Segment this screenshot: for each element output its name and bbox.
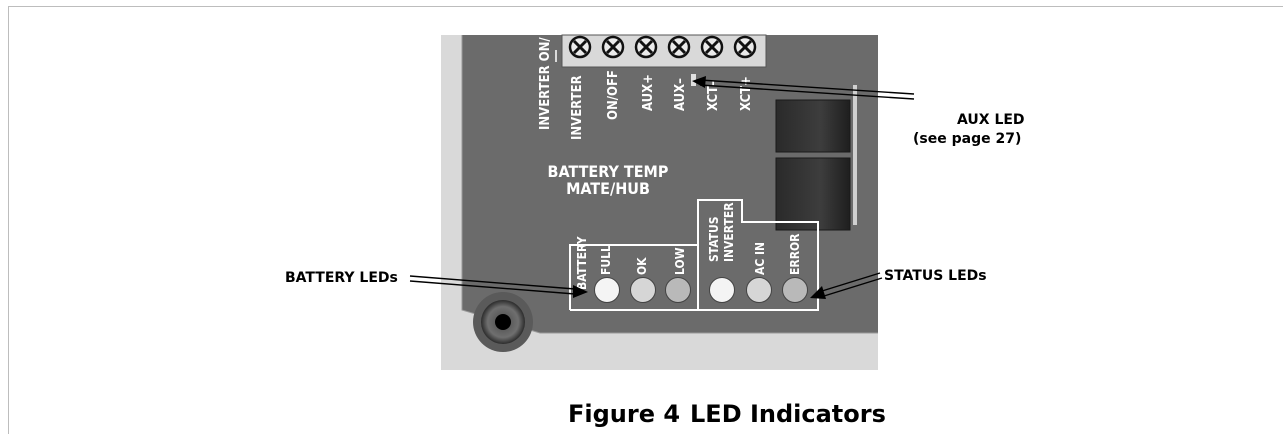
status-leader-arrowhead: [810, 286, 826, 299]
terminal-screw: [601, 35, 625, 59]
terminal-screw: [733, 35, 757, 59]
status-inverter-led: [709, 277, 735, 303]
status-led-label-error: ERROR: [788, 233, 802, 275]
frame-top-line: [8, 6, 1283, 7]
battery-leader-arrowhead: [573, 285, 588, 298]
mounting-hole-center: [495, 314, 511, 330]
terminal-label-aux-minus: AUX–: [673, 78, 688, 111]
terminal-label-aux-plus: AUX+: [641, 74, 656, 111]
rj-port-side-bar: [853, 85, 857, 225]
terminal-screw: [700, 35, 724, 59]
aux-leader-arrowhead: [692, 76, 706, 88]
terminal-label-xct-plus: XCT+: [739, 76, 754, 111]
battery-led-label-low: LOW: [673, 247, 687, 275]
terminal-screws: [568, 35, 757, 59]
aux-leader-line: [699, 79, 915, 100]
terminal-block: [561, 34, 767, 68]
battery-led-label-ok: OK: [635, 257, 649, 275]
status-error-led: [782, 277, 808, 303]
battery-full-led: [594, 277, 620, 303]
frame-left-line: [8, 6, 9, 434]
terminal-label-xct-minus: XCT–: [706, 80, 721, 111]
aux-led-callout-line2: (see page 27): [913, 131, 1022, 147]
terminal-label-inverter: INVERTER: [570, 75, 585, 140]
status-group-label-line1: STATUS: [707, 216, 721, 262]
status-acin-led: [746, 277, 772, 303]
terminal-label-onoff: ON/OFF: [606, 70, 621, 120]
battery-leds-callout: BATTERY LEDs: [285, 270, 398, 286]
status-leds-callout: STATUS LEDs: [884, 268, 987, 284]
battery-ok-led: [630, 277, 656, 303]
battery-low-led: [665, 277, 691, 303]
figure-title: LED Indicators: [690, 400, 886, 428]
terminal-screw: [634, 35, 658, 59]
rj-port-upper: [775, 99, 851, 153]
aux-led-callout-line1: AUX LED: [957, 112, 1025, 128]
status-led-label-acin: AC IN: [753, 242, 767, 275]
status-group-label-line2: INVERTER: [722, 202, 736, 262]
status-leader-line: [821, 272, 883, 297]
battery-group-label: BATTERY: [575, 236, 589, 290]
figure-number: Figure 4: [568, 400, 681, 428]
partial-terminal-label: INVERTER ON/: [538, 37, 553, 130]
battery-led-label-full: FULL: [599, 245, 613, 275]
terminal-screw: [667, 35, 691, 59]
aux-led: [691, 74, 696, 86]
battery-leader-line: [409, 275, 576, 295]
terminal-screw: [568, 35, 592, 59]
port-label-line2: MATE/HUB: [566, 179, 650, 198]
port-label-line1: BATTERY TEMP: [548, 162, 669, 181]
rj-port-lower: [775, 157, 851, 231]
